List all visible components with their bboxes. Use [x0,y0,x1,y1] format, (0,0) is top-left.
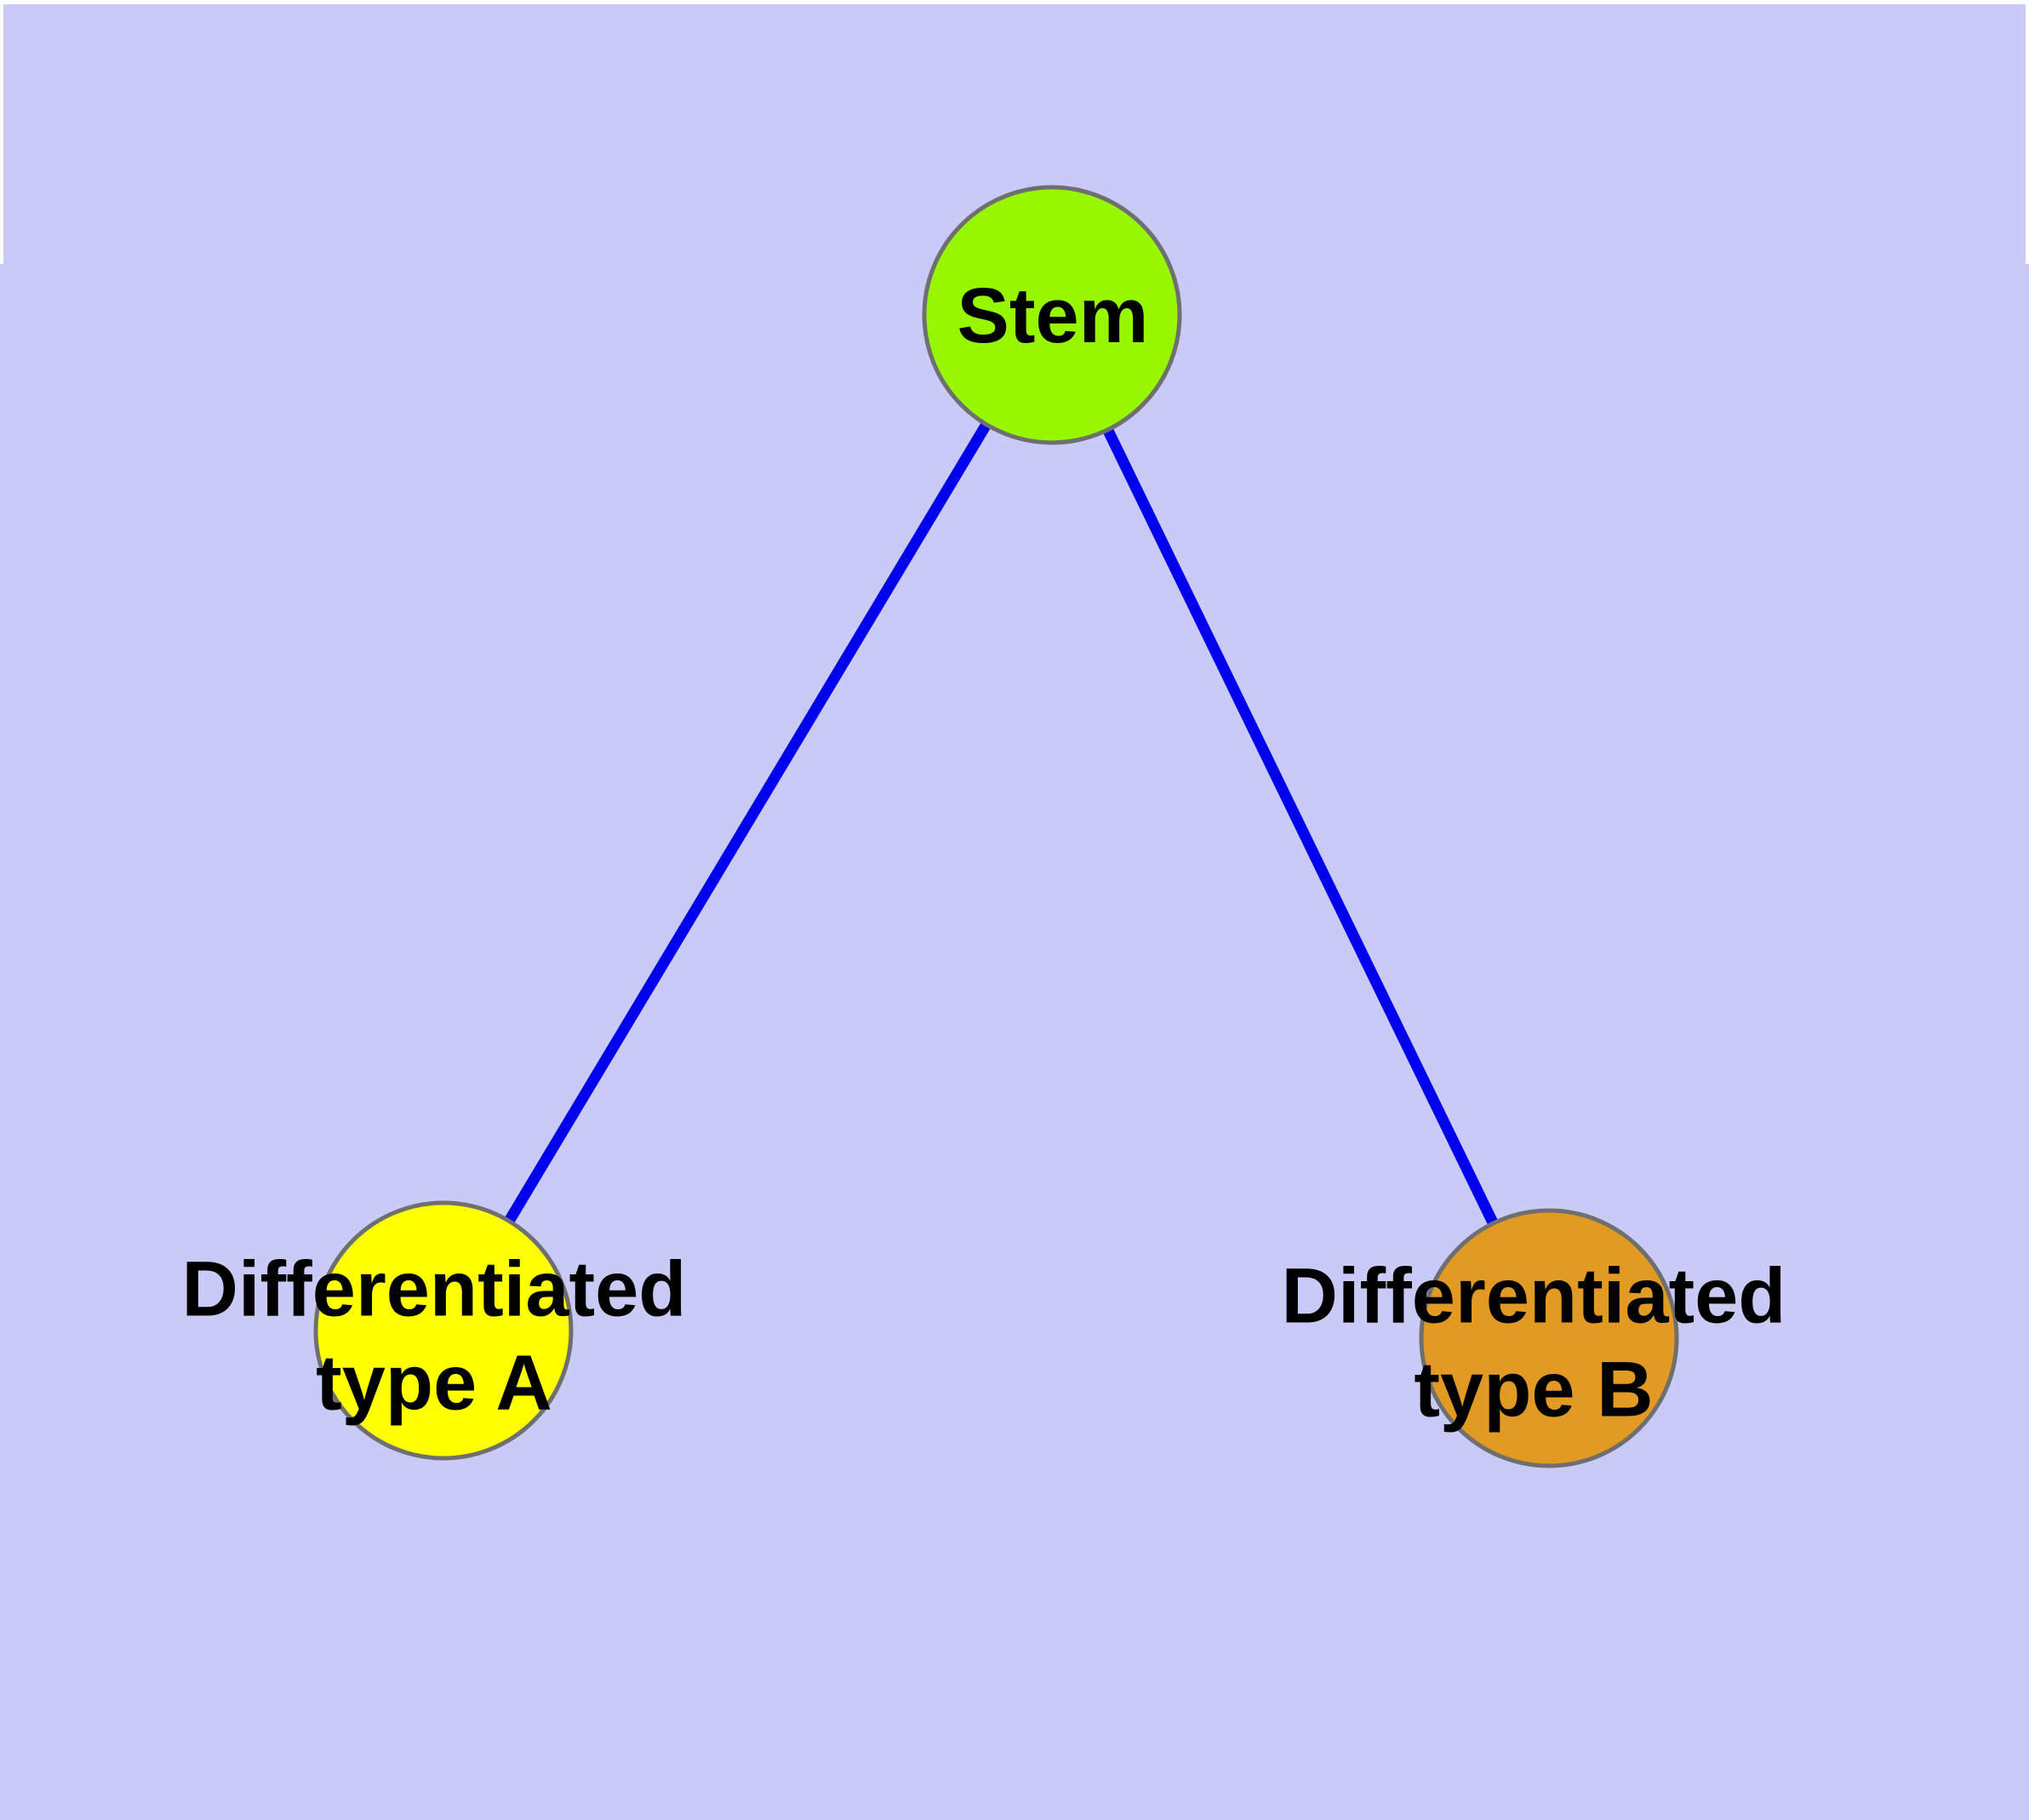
edge-stem-to-type-b [1047,312,1554,1341]
frame-strip-right [2026,0,2029,264]
node-differentiated-type-b [1419,1208,1679,1468]
node-stem [922,185,1182,445]
frame-strip-top [0,0,2029,4]
edge-stem-to-type-a [438,312,1057,1334]
frame-strip-left [0,0,3,264]
node-differentiated-type-a [313,1200,574,1461]
